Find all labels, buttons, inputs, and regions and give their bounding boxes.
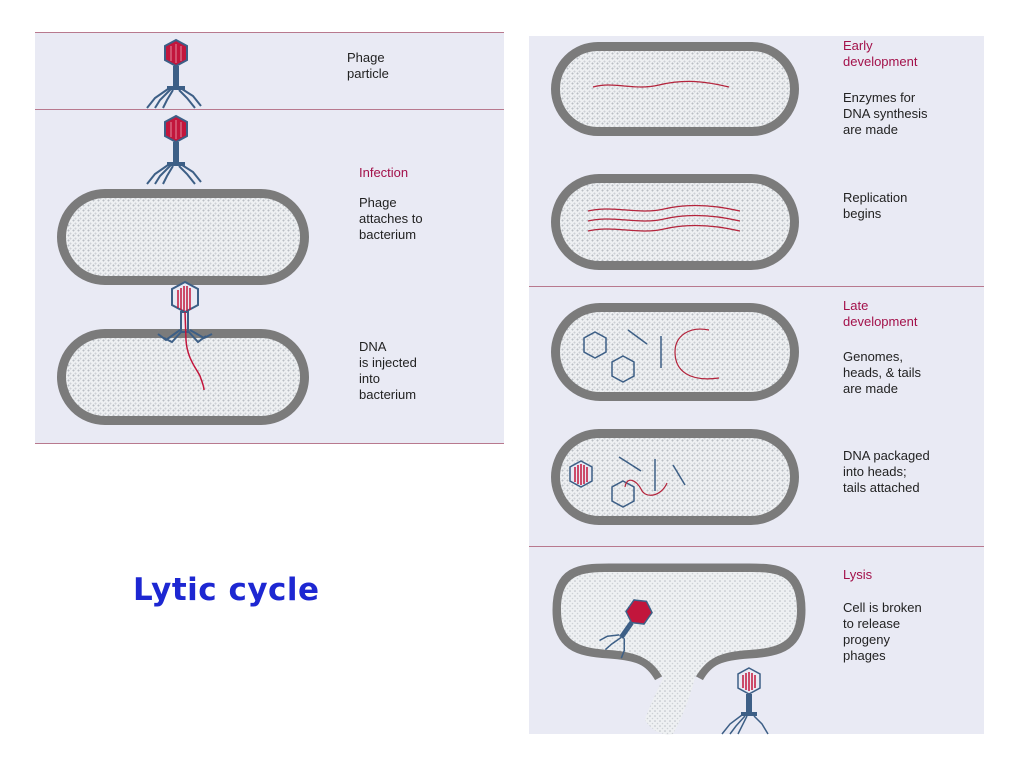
divider — [529, 546, 984, 547]
bacterium-cell — [57, 329, 309, 425]
phage-particle-icon — [146, 38, 202, 109]
injected-label: DNA is injected into bacterium — [359, 339, 417, 402]
bacterium-cell — [551, 429, 799, 525]
left-diagram-panel: Phage particle Infection Phage attaches … — [35, 32, 504, 444]
divider — [35, 32, 504, 33]
attaches-label: Phage attaches to bacterium — [359, 195, 423, 242]
packaged-label: DNA packaged into heads; tails attached — [843, 448, 930, 495]
phage-attaching-icon — [146, 114, 202, 185]
lysis-stage-label: Lysis — [843, 567, 873, 582]
released-phage-icon — [721, 667, 769, 735]
phage-injecting-dna-icon — [157, 280, 213, 391]
early-development-stage-label: Early development — [843, 38, 918, 69]
dna-strand-icon — [592, 80, 730, 88]
bacterium-cell — [551, 42, 799, 136]
lysing-cell-icon — [552, 563, 806, 735]
bacterium-cell — [57, 189, 309, 285]
right-diagram-panel: Early development Enzymes for DNA synthe… — [529, 36, 984, 735]
genomes-heads-tails-icon — [583, 328, 720, 383]
infection-stage-label: Infection — [359, 165, 409, 180]
replication-label: Replication begins — [843, 190, 908, 221]
divider — [35, 109, 504, 110]
replicating-dna-icon — [587, 204, 741, 232]
divider — [529, 286, 984, 287]
genomes-label: Genomes, heads, & tails are made — [843, 349, 922, 396]
divider — [35, 443, 504, 444]
phage-particle-label: Phage particle — [347, 50, 389, 81]
late-development-stage-label: Late development — [843, 298, 918, 329]
enzymes-label: Enzymes for DNA synthesis are made — [843, 90, 928, 137]
bacterium-cell — [551, 174, 799, 270]
cell-broken-label: Cell is broken to release progeny phages — [843, 600, 922, 663]
dna-packaging-icon — [569, 456, 686, 508]
diagram-title: Lytic cycle — [133, 572, 320, 608]
